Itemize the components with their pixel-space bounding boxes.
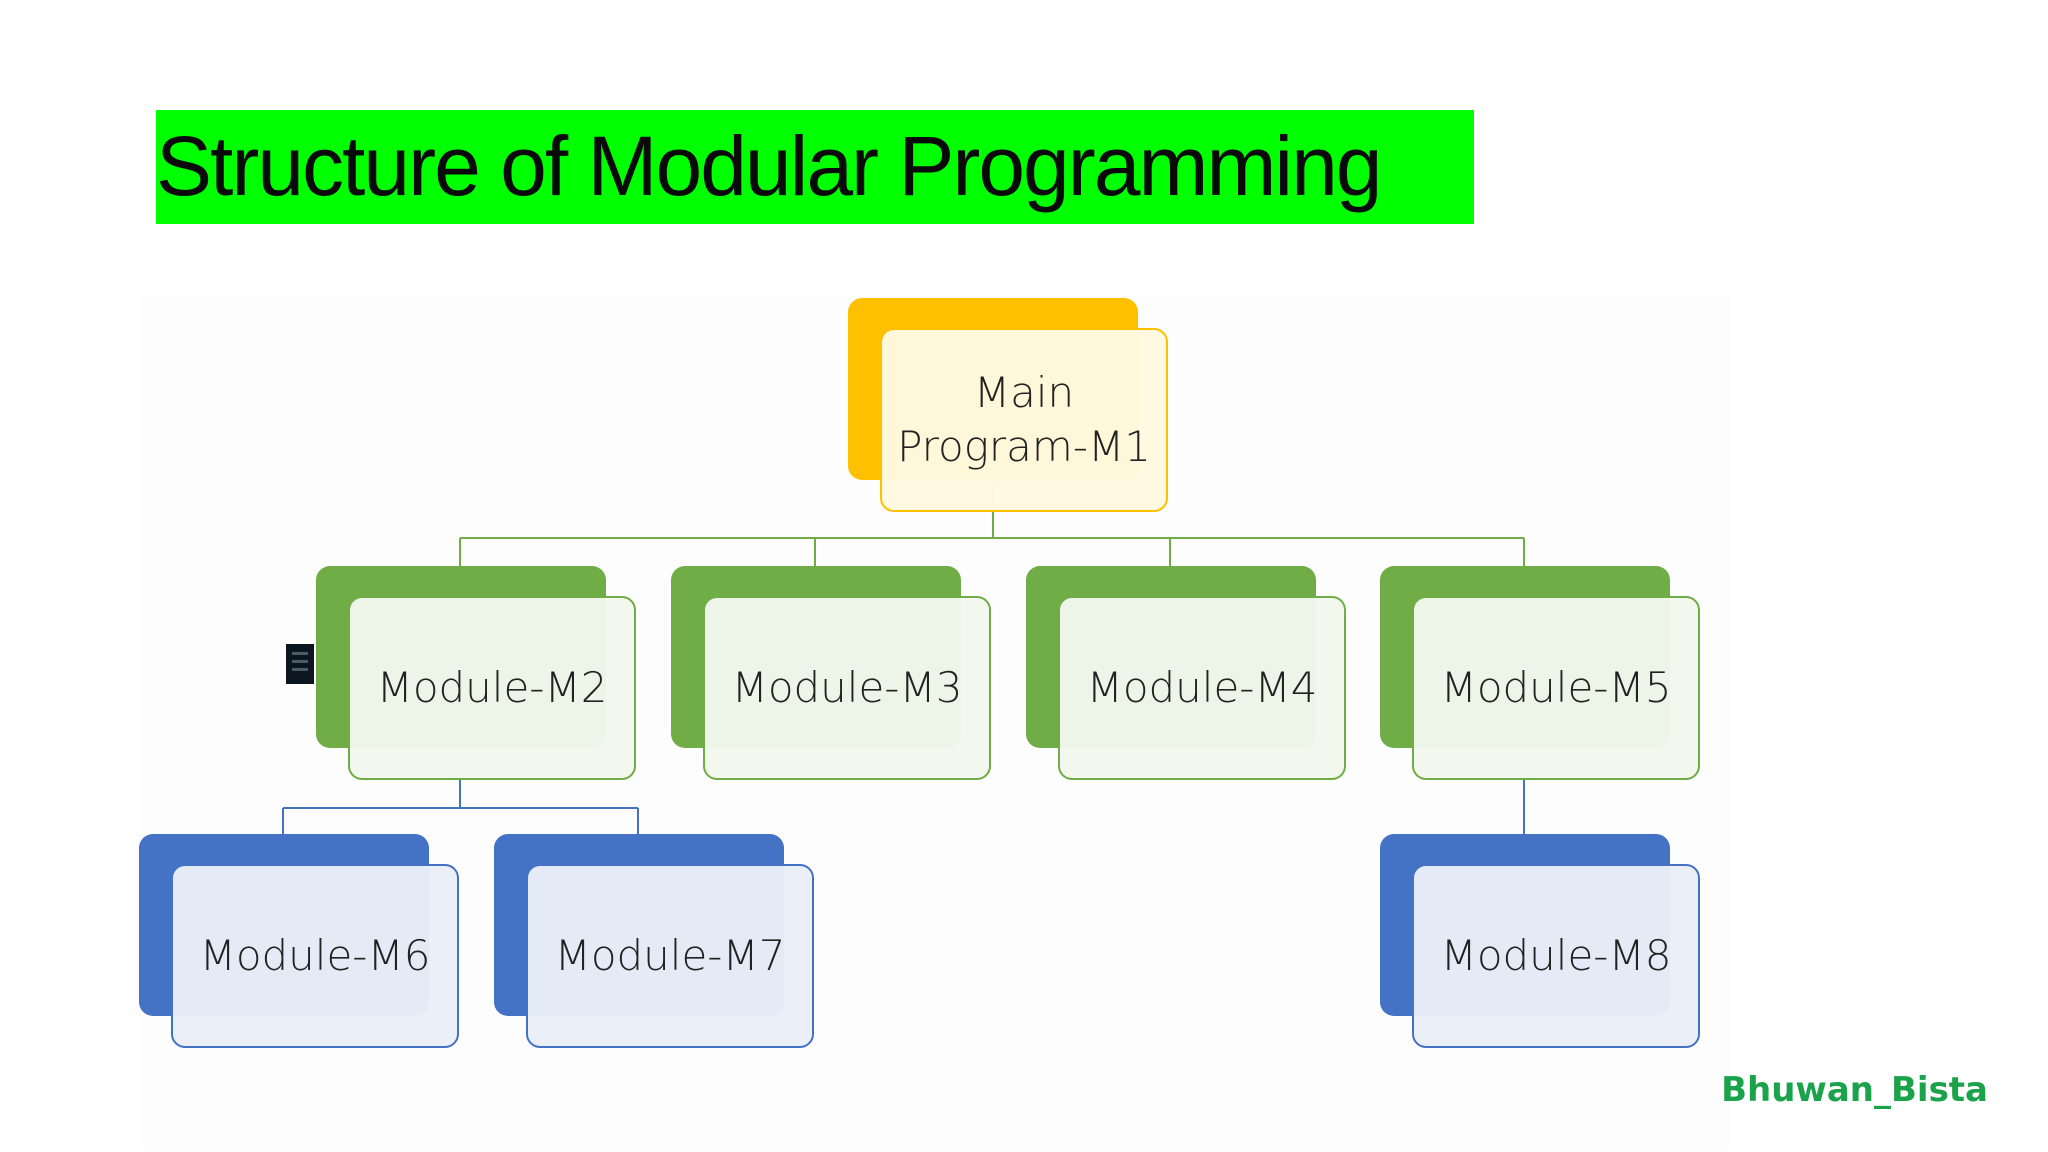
node-m3-front: Module-M3: [703, 596, 991, 780]
node-m5-label: Module-M5: [1440, 663, 1672, 712]
node-m4-front: Module-M4: [1058, 596, 1346, 780]
node-m7-front: Module-M7: [526, 864, 814, 1048]
node-main-label: Main Program-M1: [897, 368, 1151, 471]
node-m5-front: Module-M5: [1412, 596, 1700, 780]
node-m3-label: Module-M3: [731, 663, 963, 712]
node-module-m2: Module-M2: [316, 566, 636, 780]
node-handle-icon[interactable]: [286, 644, 314, 684]
slide-title-banner: Structure of Modular Programming: [156, 110, 1474, 224]
node-m6-label: Module-M6: [199, 931, 431, 980]
node-m7-label: Module-M7: [554, 931, 786, 980]
author-credit: Bhuwan_Bista: [1721, 1070, 1988, 1110]
node-m6-front: Module-M6: [171, 864, 459, 1048]
node-module-m6: Module-M6: [139, 834, 459, 1048]
node-m2-label: Module-M2: [376, 663, 608, 712]
node-m2-front: Module-M2: [348, 596, 636, 780]
slide-title: Structure of Modular Programming: [156, 119, 1383, 213]
node-m8-label: Module-M8: [1440, 931, 1672, 980]
node-module-m5: Module-M5: [1380, 566, 1700, 780]
node-m8-front: Module-M8: [1412, 864, 1700, 1048]
node-main-program: Main Program-M1: [848, 298, 1168, 512]
node-module-m8: Module-M8: [1380, 834, 1700, 1048]
node-main-front: Main Program-M1: [880, 328, 1168, 512]
node-module-m4: Module-M4: [1026, 566, 1346, 780]
node-m4-label: Module-M4: [1086, 663, 1318, 712]
node-module-m3: Module-M3: [671, 566, 991, 780]
node-module-m7: Module-M7: [494, 834, 814, 1048]
